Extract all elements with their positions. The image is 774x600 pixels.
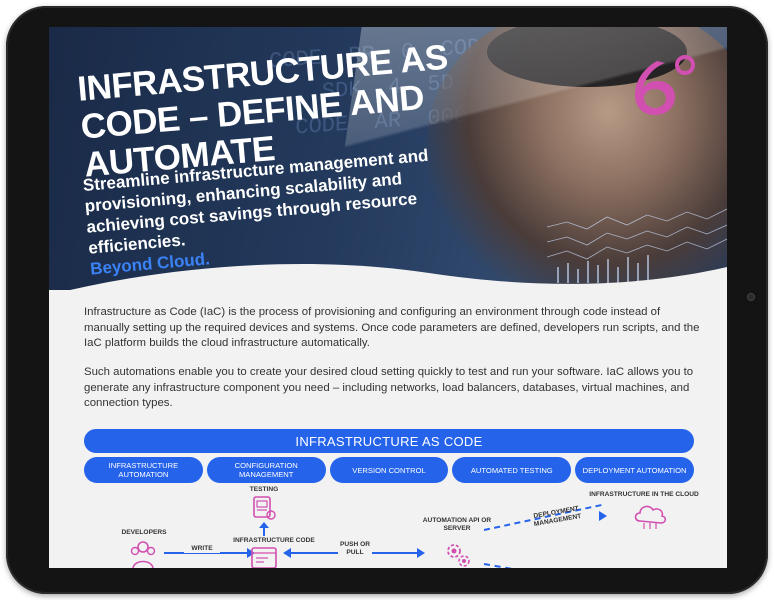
- infrastructure-code-label: INFRASTRUCTURE CODE: [233, 537, 315, 544]
- write-label: WRITE: [184, 545, 220, 553]
- pill-infrastructure-automation: INFRASTRUCTURE AUTOMATION: [84, 457, 203, 483]
- hero-banner: CODE RR 0 CODE SDK 4 5D 0 CODE AR 0000 0: [49, 27, 727, 290]
- arrow-up-icon: [259, 522, 269, 536]
- automation-api-label: AUTOMATION API OR SERVER: [422, 517, 492, 532]
- developers-label: DEVELOPERS: [121, 529, 167, 536]
- intro-paragraph-1: Infrastructure as Code (IaC) is the proc…: [84, 306, 700, 349]
- iac-diagram: INFRASTRUCTURE AS CODE INFRASTRUCTURE AU…: [84, 429, 699, 568]
- arrow-left-icon: [283, 548, 291, 558]
- intro-paragraph-2: Such automations enable you to create yo…: [84, 366, 694, 409]
- pill-deployment-automation: DEPLOYMENT AUTOMATION: [575, 457, 694, 483]
- hero-person-hair: [487, 27, 687, 87]
- sixdegrees-logo-icon: [635, 55, 695, 115]
- testing-icon: [253, 496, 276, 520]
- deployment-dashed-arrow-2: [483, 563, 544, 568]
- gears-icon: [447, 544, 470, 567]
- cloud-icon: [634, 505, 667, 529]
- screen: CODE RR 0 CODE SDK 4 5D 0 CODE AR 0000 0: [49, 27, 727, 568]
- hero-graph-overlay: [547, 208, 727, 283]
- testing-label: TESTING: [249, 486, 279, 493]
- write-arrow: [164, 552, 249, 554]
- developers-icon: [130, 541, 156, 568]
- diagram-header: INFRASTRUCTURE AS CODE: [84, 429, 694, 453]
- arrow-right-icon-3: [599, 511, 607, 521]
- arrow-right-icon: [247, 548, 255, 558]
- pill-configuration-management: CONFIGURATION MANAGEMENT: [206, 457, 326, 483]
- diagram-pills: INFRASTRUCTURE AUTOMATION CONFIGURATION …: [84, 457, 694, 483]
- tablet-camera: [747, 293, 755, 301]
- hero-wave-divider: [49, 264, 727, 315]
- pill-version-control: VERSION CONTROL: [329, 457, 449, 483]
- cloud-infrastructure-label: INFRASTRUCTURE IN THE CLOUD: [589, 491, 699, 498]
- push-pull-label: PUSH OR PULL: [338, 540, 372, 558]
- code-window-icon: [251, 547, 277, 568]
- arrow-right-icon-2: [417, 548, 425, 558]
- deployment-management-label: DEPLOYMENT MANAGEMENT: [533, 505, 582, 529]
- pill-automated-testing: AUTOMATED TESTING: [452, 457, 572, 483]
